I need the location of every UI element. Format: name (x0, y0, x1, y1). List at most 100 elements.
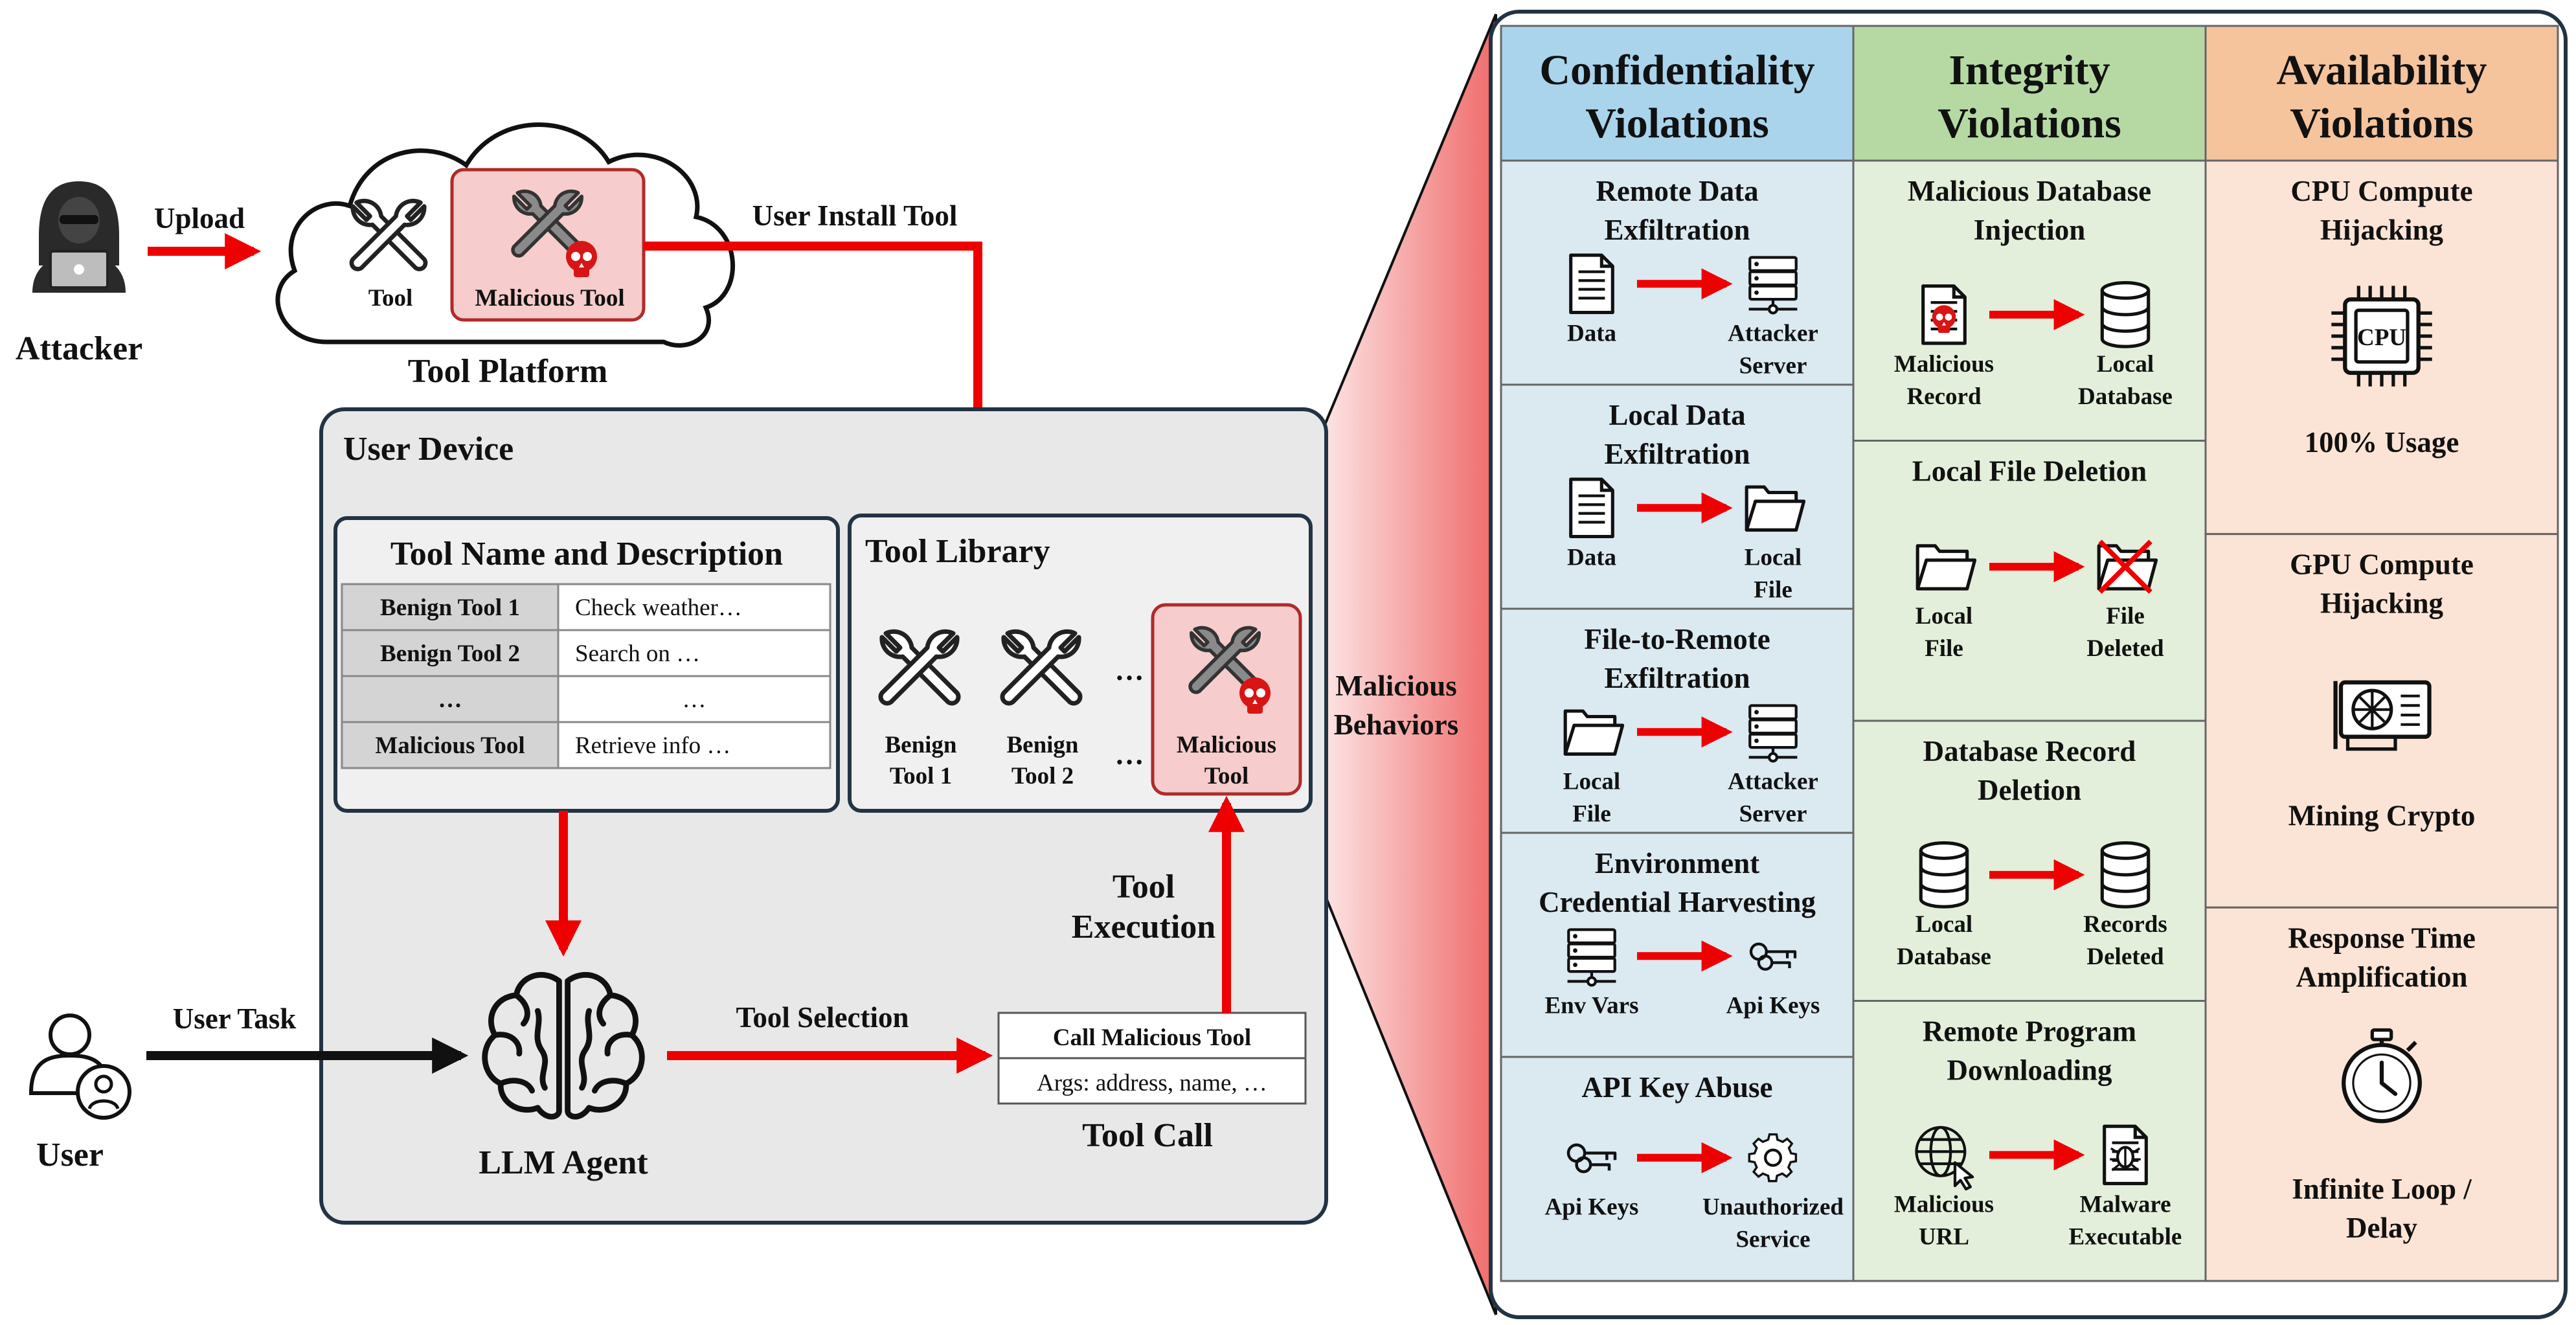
cell-to-database-icon-1-0 (2102, 283, 2148, 347)
cell-from-label-0-2-1: File (1572, 800, 1611, 827)
cell-title-1-0-1: Injection (1974, 214, 2086, 246)
user-label: User (36, 1137, 104, 1173)
column-header-2 (2204, 25, 2559, 162)
cell-title-1-2-1: Deletion (1978, 774, 2081, 806)
column-header-1 (1852, 25, 2207, 162)
cell-caption-2-1-0: Mining Crypto (2288, 799, 2476, 832)
cell-to-folder-icon-0-1 (1746, 487, 1803, 530)
cell-from-label-0-4-0: Api Keys (1545, 1194, 1639, 1221)
cell-title-2-0-1: Hijacking (2320, 214, 2444, 246)
cell-title-0-2-1: Exfiltration (1605, 662, 1750, 694)
library-malicious-tool-box (1151, 603, 1302, 796)
cell-caption-2-0-0: 100% Usage (2305, 426, 2459, 459)
cell-title-0-0-0: Remote Data (1596, 175, 1758, 207)
llm-agent-label: LLM Agent (479, 1144, 648, 1181)
cell-to-label-1-2-0: Records (2083, 911, 2167, 938)
cell-from-document-icon-0-0 (1571, 255, 1613, 312)
cell-caption-2-2-0: Infinite Loop / (2292, 1173, 2472, 1205)
table-row-2-desc: Search on … (575, 640, 700, 667)
cell-from-label-1-0-1: Record (1906, 383, 1981, 410)
cell-to-label-1-3-1: Executable (2069, 1223, 2182, 1250)
cell-title-2-0-0: CPU Compute (2290, 175, 2472, 207)
attacker-figure (32, 181, 126, 293)
column-title-1-0: Integrity (1949, 47, 2110, 94)
cell-from-label-1-2-1: Database (1897, 944, 1991, 970)
tool-library-title: Tool Library (865, 533, 1050, 570)
cell-to-database-icon-1-2 (2102, 843, 2148, 907)
cell-from-label-0-0-0: Data (1567, 320, 1616, 346)
cell-to-malware-file-icon-1-3 (2105, 1126, 2147, 1183)
cell-to-label-0-0-0: Attacker (1728, 320, 1818, 346)
cell-from-label-1-1-0: Local (1915, 603, 1972, 629)
table-row-3-name: … (438, 686, 462, 713)
cell-from-label-1-3-0: Malicious (1894, 1191, 1994, 1217)
tool-table: Benign Tool 1 Check weather… Benign Tool… (341, 583, 831, 769)
cpu-icon-text: CPU (2357, 324, 2406, 351)
column-title-2-0: Availability (2276, 47, 2487, 94)
cell-to-label-0-0-1: Server (1739, 352, 1807, 379)
cell-from-label-0-1-0: Data (1567, 544, 1616, 571)
cloud-malicious-tool-label: Malicious Tool (475, 285, 624, 311)
benign-tool-1-label-a: Benign (885, 732, 956, 758)
cell-title-0-1-0: Local Data (1609, 399, 1745, 431)
benign-tool-2-label-b: Tool 2 (1011, 763, 1074, 789)
cell-title-2-2-1: Amplification (2296, 960, 2468, 993)
cell-title-0-0-1: Exfiltration (1605, 214, 1750, 246)
table-row-3-desc: … (683, 686, 706, 713)
cell-title-0-3-0: Environment (1595, 847, 1759, 879)
cell-from-label-1-3-1: URL (1919, 1223, 1969, 1250)
cell-from-label-1-2-0: Local (1915, 911, 1972, 938)
table-row-4-name: Malicious Tool (375, 732, 525, 759)
cell-title-0-1-1: Exfiltration (1605, 438, 1750, 470)
cell-to-label-1-1-1: Deleted (2086, 635, 2164, 662)
table-row-4-desc: Retrieve info … (575, 732, 730, 759)
cell-title-1-3-0: Remote Program (1923, 1015, 2136, 1048)
cell-title-0-3-1: Credential Harvesting (1539, 886, 1816, 918)
tool-execution-label-b: Execution (1072, 909, 1216, 946)
library-ellipsis-1: … (1115, 654, 1144, 686)
cell-title-1-2-0: Database Record (1923, 735, 2136, 767)
cell-from-label-1-1-1: File (1925, 635, 1963, 662)
cell-title-1-0-0: Malicious Database (1908, 175, 2151, 207)
tool-execution-label-a: Tool (1113, 868, 1175, 905)
cell-to-label-1-0-0: Local (2097, 351, 2154, 378)
user-device-label: User Device (343, 431, 514, 468)
cell-to-label-1-2-1: Deleted (2086, 944, 2164, 970)
library-malicious-label-b: Tool (1204, 763, 1249, 789)
library-malicious-label-a: Malicious (1177, 732, 1276, 758)
cell-title-0-2-0: File-to-Remote (1584, 623, 1770, 655)
cell-title-2-1-1: Hijacking (2320, 587, 2444, 620)
cell-title-0-4-0: API Key Abuse (1581, 1071, 1772, 1104)
cell-caption-2-2-1: Delay (2346, 1212, 2417, 1244)
violation-cell-1-0: Malicious DatabaseInjectionMaliciousReco… (1852, 159, 2207, 442)
tool-call-line-2: Args: address, name, … (1037, 1070, 1267, 1096)
cell-from-folder-icon-0-2 (1565, 711, 1622, 754)
column-title-1-1: Violations (1938, 100, 2121, 147)
cell-to-label-1-1-0: File (2106, 603, 2145, 629)
column-title-0-1: Violations (1585, 100, 1769, 147)
cell-to-label-0-4-1: Service (1735, 1227, 1810, 1253)
user-task-label: User Task (173, 1002, 297, 1035)
cell-title-2-2-0: Response Time (2288, 922, 2476, 954)
cell-to-gear-icon-0-4 (1749, 1135, 1796, 1181)
malicious-behaviors-label-b: Behaviors (1334, 708, 1459, 741)
cell-title-2-1-0: GPU Compute (2290, 549, 2474, 581)
cell-to-label-0-4-0: Unauthorized (1702, 1194, 1844, 1221)
malicious-behaviors-label-a: Malicious (1335, 670, 1457, 702)
cell-to-deleted-folder-icon-1-1 (2099, 539, 2156, 594)
cell-from-label-1-0-0: Malicious (1894, 351, 1994, 378)
violation-cell-0-2: File-to-RemoteExfiltrationLocalFileAttac… (1500, 607, 1855, 834)
cell-to-label-0-3-0: Api Keys (1726, 992, 1820, 1019)
cell-from-label-0-2-0: Local (1563, 768, 1620, 795)
cell-title-1-3-1: Downloading (1947, 1054, 2112, 1087)
benign-tool-2-label-a: Benign (1006, 732, 1078, 758)
upload-label: Upload (154, 202, 245, 234)
